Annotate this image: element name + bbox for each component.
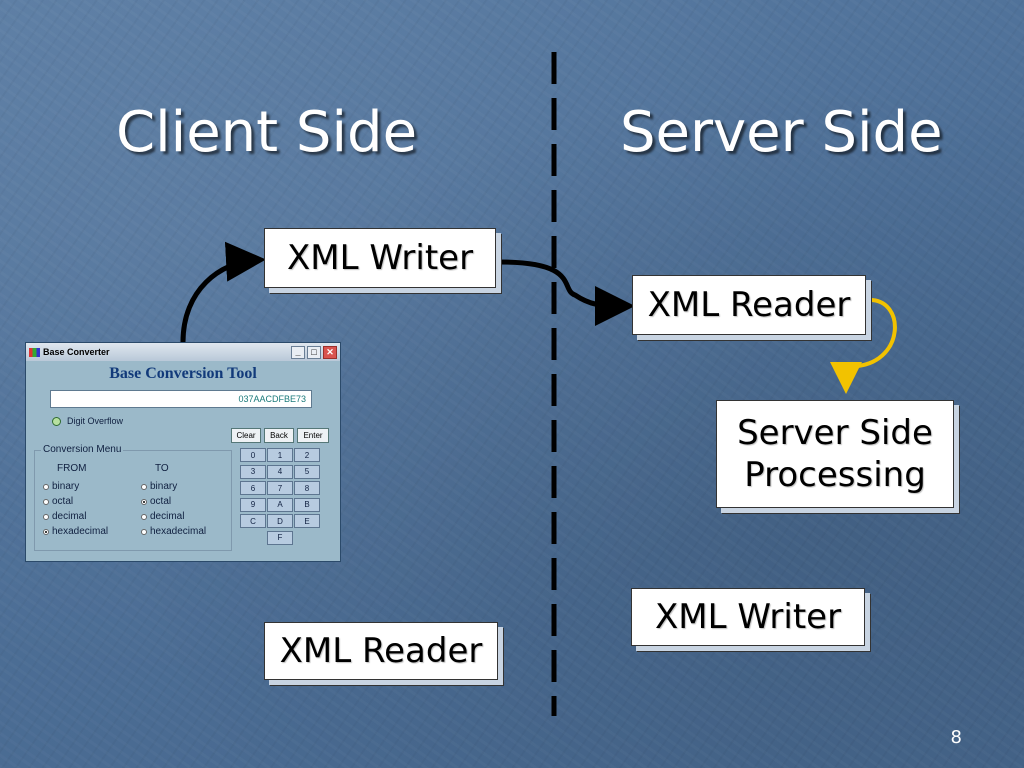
clear-button[interactable]: Clear xyxy=(231,428,261,443)
to-option-hexadecimal[interactable]: hexadecimal xyxy=(141,524,206,539)
from-option-octal[interactable]: octal xyxy=(43,494,108,509)
radio-button-icon[interactable] xyxy=(141,498,147,505)
from-option-hexadecimal[interactable]: hexadecimal xyxy=(43,524,108,539)
client-xml-writer-label: XML Writer xyxy=(286,237,474,278)
writer-to-reader-arrow xyxy=(499,259,635,326)
client-xml-writer-box: XML Writer xyxy=(264,228,496,288)
to-option-binary[interactable]: binary xyxy=(141,479,206,494)
server-processing-label: Server Side Processing xyxy=(737,412,933,496)
from-option-label: hexadecimal xyxy=(52,526,109,537)
overflow-led-icon xyxy=(52,416,61,426)
keypad-key[interactable]: F xyxy=(267,530,293,545)
keypad-key[interactable]: D xyxy=(267,514,293,528)
keypad-key[interactable]: C xyxy=(240,514,266,528)
back-button[interactable]: Back xyxy=(264,428,294,443)
client-xml-reader-label: XML Reader xyxy=(279,630,483,671)
radio-button-icon[interactable] xyxy=(43,498,49,505)
keypad-key[interactable]: A xyxy=(267,497,293,512)
radio-button-icon[interactable] xyxy=(43,528,49,535)
from-label: FROM xyxy=(57,463,87,474)
digit-overflow-label: Digit Overflow xyxy=(67,416,124,426)
server-xml-writer-box: XML Writer xyxy=(631,588,865,646)
radio-button-icon[interactable] xyxy=(141,513,147,520)
from-option-label: octal xyxy=(52,496,74,507)
radio-button-icon[interactable] xyxy=(141,528,147,535)
close-icon[interactable]: ✕ xyxy=(323,345,337,359)
minimize-icon[interactable]: _ xyxy=(291,345,305,359)
keypad-key[interactable]: 4 xyxy=(267,464,293,479)
keypad-key[interactable]: 8 xyxy=(294,481,320,495)
to-option-label: hexadecimal xyxy=(150,526,207,537)
keypad-key[interactable]: 0 xyxy=(240,448,266,462)
window-controls: _ □ ✕ xyxy=(291,345,337,359)
keypad-key[interactable]: 6 xyxy=(240,481,266,495)
from-option-binary[interactable]: binary xyxy=(43,479,108,494)
keypad-key[interactable]: B xyxy=(294,497,320,512)
app-heading: Base Conversion Tool xyxy=(109,365,257,382)
server-xml-writer-label: XML Writer xyxy=(654,596,842,637)
server-processing-box: Server Side Processing xyxy=(716,400,954,508)
keypad-key[interactable]: 2 xyxy=(294,448,320,462)
radio-button-icon[interactable] xyxy=(43,483,49,490)
to-options: binary octal decimal hexadecimal xyxy=(141,479,206,539)
conversion-menu: Conversion Menu FROM binary octal decimal h… xyxy=(34,444,232,551)
from-option-label: binary xyxy=(52,481,80,492)
to-option-octal[interactable]: octal xyxy=(141,494,206,509)
app-titlebar[interactable]: Base Converter _ □ ✕ xyxy=(26,343,340,361)
page-number: 8 xyxy=(950,727,962,748)
reader-to-processing-arrow xyxy=(830,298,897,394)
keypad-key[interactable]: 9 xyxy=(240,497,266,512)
to-label: TO xyxy=(155,463,169,474)
value-display[interactable]: 037AACDFBE73 xyxy=(50,390,312,408)
maximize-icon[interactable]: □ xyxy=(307,345,321,359)
radio-button-icon[interactable] xyxy=(43,513,49,520)
server-xml-reader-box: XML Reader xyxy=(632,275,866,335)
keypad-key[interactable]: E xyxy=(294,514,320,528)
app-window-title: Base Converter xyxy=(43,347,110,357)
from-option-label: decimal xyxy=(52,511,87,522)
digit-overflow-indicator: Digit Overflow xyxy=(52,416,123,426)
keypad-key[interactable]: 3 xyxy=(240,464,266,479)
app-window-icon xyxy=(29,347,40,357)
to-option-label: decimal xyxy=(150,511,185,522)
keypad-key[interactable]: 7 xyxy=(267,481,293,495)
client-xml-reader-box: XML Reader xyxy=(264,622,498,680)
server-side-heading: Server Side xyxy=(620,100,943,165)
radio-button-icon[interactable] xyxy=(141,483,147,490)
to-column: TO binary octal decimal hexadecimal xyxy=(141,463,206,539)
from-options: binary octal decimal hexadecimal xyxy=(43,479,108,539)
base-converter-window: Base Converter _ □ ✕ Base Conversion Too… xyxy=(25,342,341,562)
keypad-key[interactable]: 1 xyxy=(267,448,293,462)
from-option-decimal[interactable]: decimal xyxy=(43,509,108,524)
conversion-menu-title: Conversion Menu xyxy=(41,444,124,455)
to-option-decimal[interactable]: decimal xyxy=(141,509,206,524)
client-side-heading: Client Side xyxy=(116,100,418,165)
to-option-label: binary xyxy=(150,481,178,492)
keypad-key[interactable]: 5 xyxy=(294,464,320,479)
to-option-label: octal xyxy=(150,496,172,507)
server-xml-reader-label: XML Reader xyxy=(647,284,851,325)
app-to-writer-arrow xyxy=(180,241,266,343)
from-column: FROM binary octal decimal hexadecimal xyxy=(43,463,108,539)
enter-button[interactable]: Enter xyxy=(297,428,329,443)
